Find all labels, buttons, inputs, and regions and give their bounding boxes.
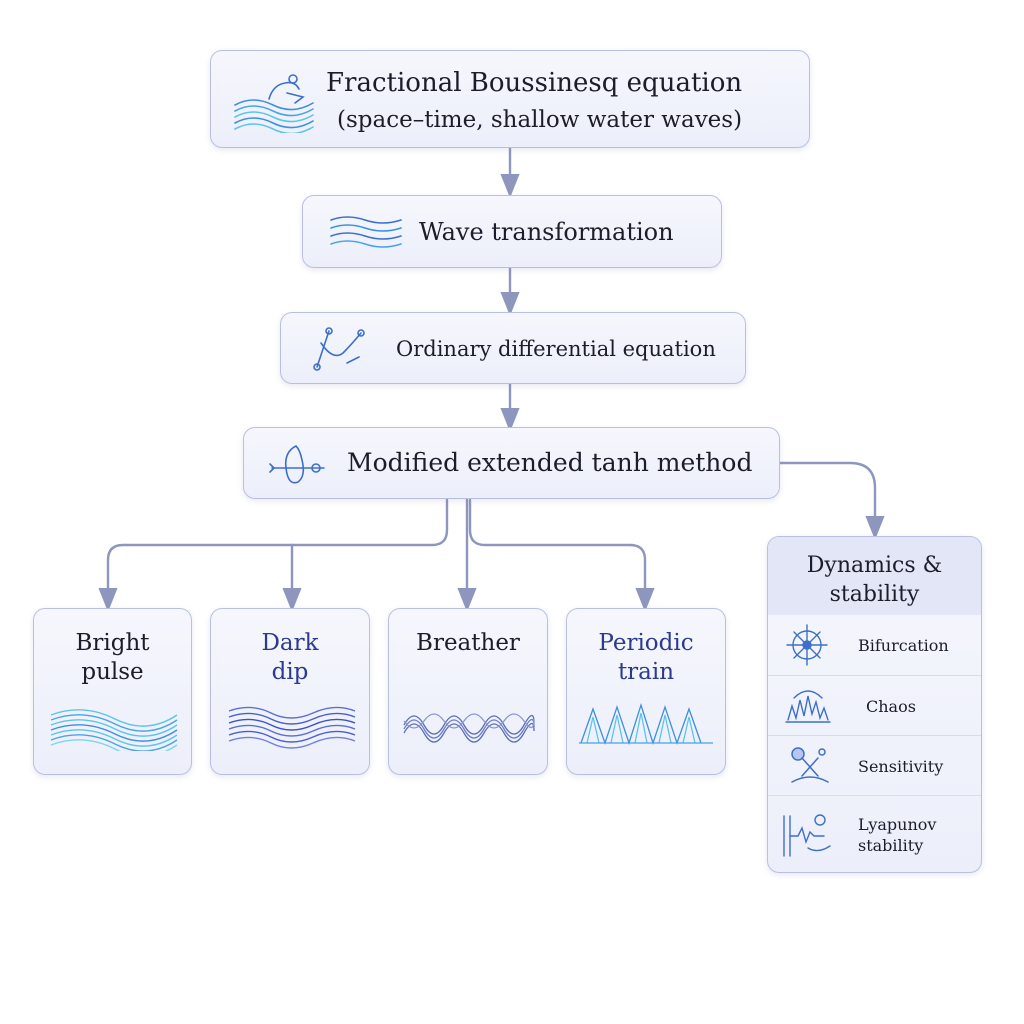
- dynamics-header: Dynamics & stability: [768, 537, 981, 615]
- periodic-train-box: Periodic train: [566, 608, 726, 775]
- breather-wave-icon: [403, 713, 535, 743]
- bifurcation-row: Bifurcation: [768, 615, 981, 675]
- shallow-water-wave-icon: [234, 74, 314, 133]
- periodic-train-wave-icon: [579, 702, 713, 746]
- ode-box: Ordinary differential equation: [280, 312, 746, 384]
- equation-title: Fractional Boussinesq equation: [326, 68, 743, 98]
- dark-dip-box: Dark dip: [210, 608, 370, 775]
- lyapunov-row: Lyapunov stability: [768, 795, 981, 872]
- ode-label: Ordinary differential equation: [396, 337, 716, 361]
- dynamics-title-line2: stability: [829, 582, 920, 607]
- arrow-to-dynamics: [778, 461, 885, 540]
- arrow-to-periodic: [468, 498, 655, 612]
- lyapunov-label: Lyapunov stability: [858, 814, 936, 856]
- chaos-icon: [785, 690, 831, 723]
- chaos-row: Chaos: [768, 675, 981, 735]
- tanh-method-icon: [269, 445, 325, 484]
- bifurcation-label: Bifurcation: [858, 636, 949, 655]
- periodic-train-line1: Periodic: [598, 630, 694, 656]
- dynamics-title-line1: Dynamics &: [806, 553, 943, 578]
- bifurcation-icon: [786, 624, 828, 666]
- breather-box: Breather: [388, 608, 548, 775]
- sensitivity-icon: [791, 747, 829, 783]
- periodic-train-line2: train: [617, 659, 675, 685]
- dark-dip-title: Dark dip: [211, 629, 369, 687]
- wave-transformation-box: Wave transformation: [302, 195, 722, 268]
- dynamics-stability-panel: Dynamics & stability Bifurcation Chaos: [767, 536, 982, 873]
- dark-dip-line1: Dark: [261, 630, 319, 656]
- bright-pulse-line2: pulse: [81, 659, 144, 685]
- tanh-method-box: Modified extended tanh method: [243, 427, 780, 499]
- arrow-to-bright: [98, 498, 449, 612]
- dark-dip-wave-icon: [228, 706, 356, 749]
- wave-transformation-label: Wave transformation: [419, 218, 674, 246]
- equation-subtitle: (space–time, shallow water waves): [337, 107, 743, 133]
- ode-graph-icon: [313, 327, 365, 371]
- breather-line1: Breather: [416, 630, 520, 656]
- bright-pulse-wave-icon: [50, 709, 178, 751]
- tanh-method-label: Modified extended tanh method: [347, 448, 753, 477]
- periodic-train-title: Periodic train: [567, 629, 725, 687]
- wave-lines-icon: [330, 216, 402, 248]
- breather-title: Breather: [389, 629, 547, 658]
- lyapunov-label-line2: stability: [858, 836, 924, 855]
- bright-pulse-title: Bright pulse: [34, 629, 191, 687]
- dark-dip-line2: dip: [271, 659, 309, 685]
- bright-pulse-box: Bright pulse: [33, 608, 192, 775]
- chaos-label: Chaos: [866, 697, 916, 716]
- lyapunov-icon: [783, 814, 831, 857]
- boussinesq-equation-box: Fractional Boussinesq equation (space–ti…: [210, 50, 810, 148]
- sensitivity-label: Sensitivity: [858, 757, 944, 776]
- sensitivity-row: Sensitivity: [768, 735, 981, 795]
- lyapunov-label-line1: Lyapunov: [858, 815, 937, 834]
- bright-pulse-line1: Bright: [75, 630, 150, 656]
